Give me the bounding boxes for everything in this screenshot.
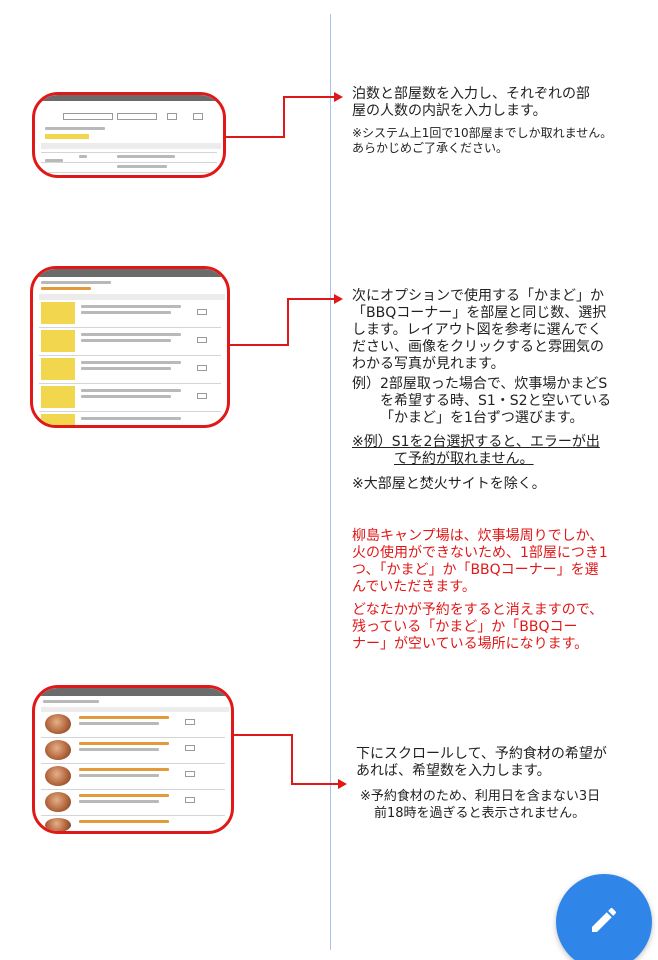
- text-line: んでいただきます。: [352, 579, 476, 595]
- text-line: どなたかが予約をすると消えますので、: [352, 602, 604, 618]
- text-line: します。レイアウト図を参考に選んでく: [352, 322, 602, 338]
- connector-1-vertical: [283, 96, 285, 138]
- option-exclusion: ※大部屋と焚火サイトを除く。: [352, 476, 546, 492]
- text-line: 下にスクロールして、予約食材の希望が: [356, 746, 607, 762]
- text-line: 「BBQコーナー」を部屋と同じ数、選択: [352, 305, 607, 321]
- connector-3: [234, 734, 292, 736]
- text-line: 前18時を過ぎると表示されません。: [374, 806, 586, 821]
- availability-notice: どなたかが予約をすると消えますので、 残っている「かまど」か「BBQコー ナー」…: [352, 602, 603, 653]
- connector-1-top: [283, 96, 335, 98]
- connector-3-bottom: [291, 783, 339, 785]
- text-line: ※例）S1を2台選択すると、エラーが出: [352, 434, 600, 450]
- text-line: 泊数と部屋数を入力し、それぞれの部: [352, 86, 590, 102]
- option-warning: ※例）S1を2台選択すると、エラーが出 て予約が取れません。: [352, 434, 600, 468]
- text-line: 屋の人数の内訳を入力します。: [352, 103, 547, 119]
- connector-3-vertical: [291, 734, 293, 784]
- arrow-right-icon: [334, 294, 343, 304]
- connector-2-top: [287, 298, 335, 300]
- text-line: ださい、画像をクリックすると雰囲気の: [352, 339, 604, 355]
- text-line: 次にオプションで使用する「かまど」か: [352, 288, 604, 304]
- connector-2-vertical: [287, 298, 289, 346]
- room-form-screenshot: [32, 92, 226, 178]
- edit-button[interactable]: [556, 874, 652, 960]
- food-order-screenshot: [32, 685, 234, 834]
- text-line: 柳島キャンプ場は、炊事場周りでしか、: [352, 528, 604, 544]
- text-line: 「かまど」を1台ずつ選びます。: [380, 410, 584, 426]
- text-line: あらかじめご了承ください。: [352, 141, 509, 155]
- text-line: を希望する時、S1・S2と空いている: [380, 393, 612, 409]
- text-line: て予約が取れません。: [394, 451, 534, 467]
- connector-2: [230, 344, 288, 346]
- text-line: ナー」が空いている場所になります。: [352, 636, 589, 652]
- room-limit-note: ※システム上1回で10部屋までしか取れません。 あらかじめご了承ください。: [352, 126, 612, 156]
- arrow-right-icon: [338, 779, 347, 789]
- option-example: 例）2部屋取った場合で、炊事場かまどS を希望する時、S1・S2と空いている 「…: [352, 376, 611, 427]
- option-instructions: 次にオプションで使用する「かまど」か 「BBQコーナー」を部屋と同じ数、選択 し…: [352, 288, 606, 373]
- text-line: わかる写真が見れます。: [352, 356, 505, 372]
- food-order-instructions: 下にスクロールして、予約食材の希望が あれば、希望数を入力します。: [356, 746, 607, 780]
- text-line: ※システム上1回で10部屋までしか取れません。: [352, 126, 613, 140]
- fire-usage-notice: 柳島キャンプ場は、炊事場周りでしか、 火の使用ができないため、1部屋につき1 つ…: [352, 528, 608, 596]
- food-order-deadline-note: ※予約食材のため、利用日を含まない3日 前18時を過ぎると表示されません。: [360, 788, 600, 822]
- text-line: つ、「かまど」か「BBQコーナー」を選: [352, 562, 599, 578]
- pencil-icon: [592, 907, 617, 932]
- page-divider: [330, 14, 331, 950]
- text-line: 例）2部屋取った場合で、炊事場かまどS: [352, 376, 608, 392]
- text-line: あれば、希望数を入力します。: [356, 763, 551, 779]
- arrow-right-icon: [334, 92, 343, 102]
- text-line: 残っている「かまど」か「BBQコー: [352, 619, 578, 635]
- room-input-instructions: 泊数と部屋数を入力し、それぞれの部 屋の人数の内訳を入力します。: [352, 86, 590, 120]
- connector-1: [226, 136, 284, 138]
- text-line: ※予約食材のため、利用日を含まない3日: [360, 789, 601, 804]
- option-select-screenshot: [30, 266, 230, 428]
- text-line: 火の使用ができないため、1部屋につき1: [352, 545, 608, 561]
